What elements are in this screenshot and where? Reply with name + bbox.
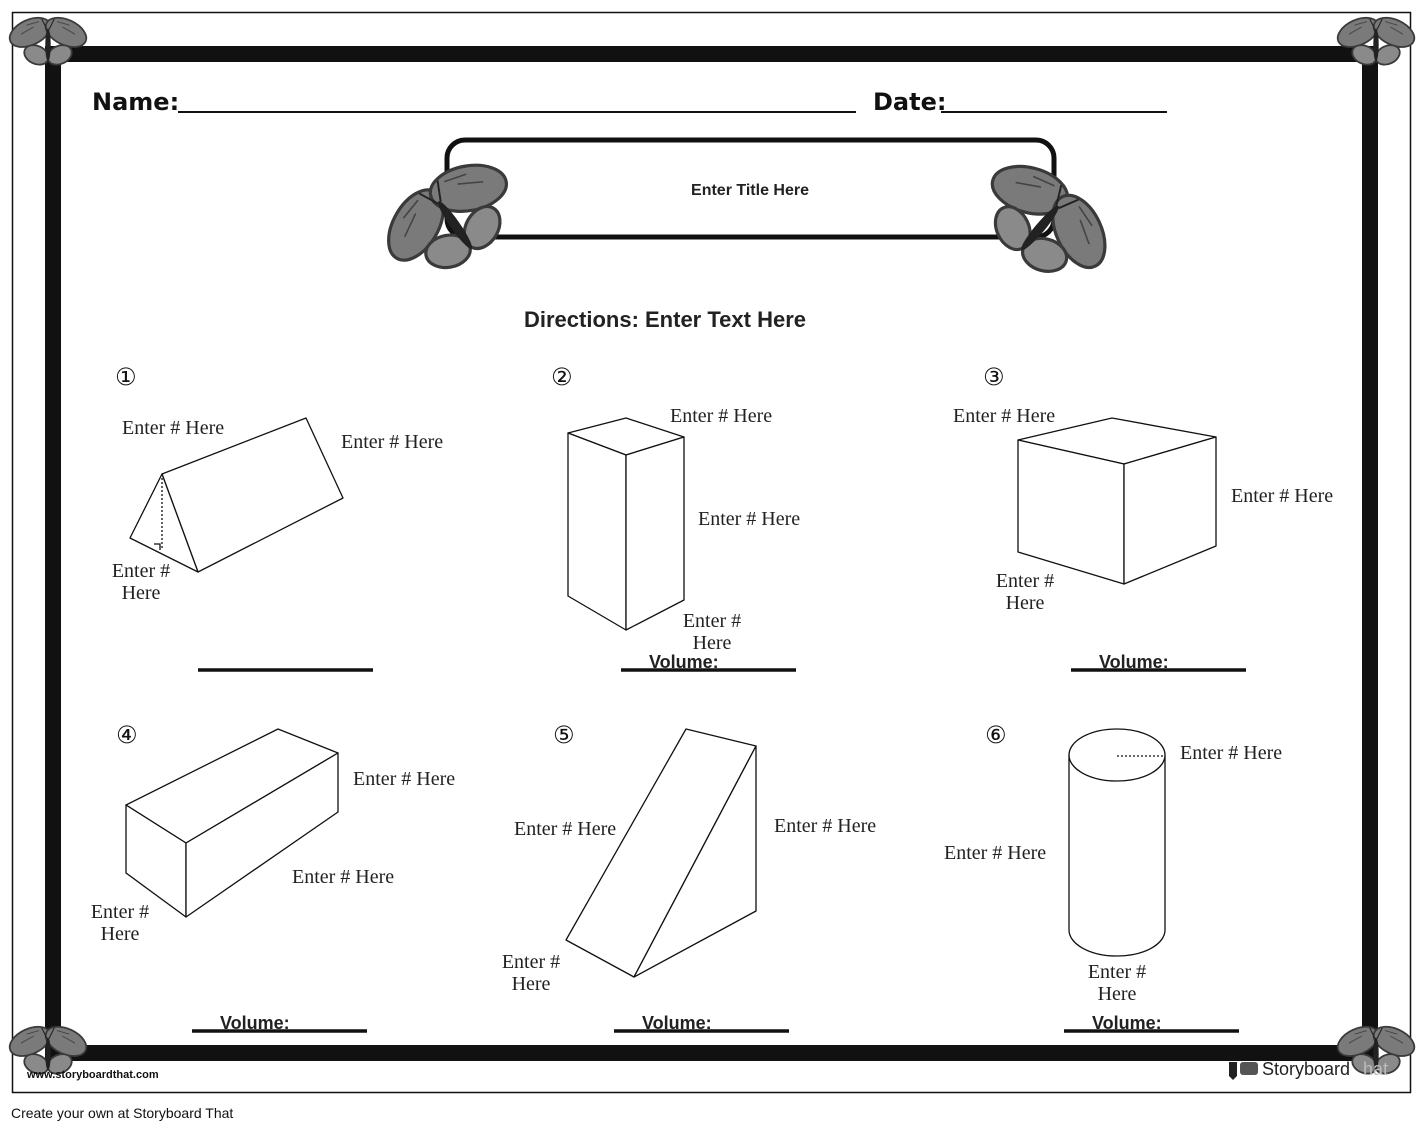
box-front-face — [1017, 439, 1125, 585]
dimension-label[interactable]: Here — [693, 632, 732, 654]
outer-border — [11, 11, 1412, 1094]
dimension-label[interactable]: Enter # Here — [122, 417, 224, 439]
credit-text[interactable]: Create your own at Storyboard That — [11, 1105, 233, 1121]
box-side-face — [185, 752, 339, 918]
dimension-label[interactable]: Enter # Here — [774, 815, 876, 837]
website-label[interactable]: www.storyboardthat.com — [26, 1069, 159, 1081]
problem-number: ② — [551, 363, 573, 391]
storyboard-logo[interactable]: Storyboard hat — [1229, 1059, 1388, 1080]
right-angle-mark — [154, 543, 161, 550]
dimension-label[interactable]: Enter # Here — [953, 405, 1055, 427]
brand-name-faded: hat — [1363, 1059, 1388, 1079]
chat-bubble-icon — [1240, 1062, 1258, 1075]
problem-1: ① Enter # Here Enter # Here Enter # Here — [112, 363, 443, 672]
problem-3: ③ Enter # Here Enter # Here Enter # Here… — [953, 363, 1333, 672]
brand-name: Storyboard — [1262, 1059, 1350, 1079]
page-frame — [45, 46, 1378, 1061]
dimension-label[interactable]: Enter # Here — [514, 818, 616, 840]
dimension-label[interactable]: Enter # Here — [292, 866, 394, 888]
dimension-label[interactable]: Enter # Here — [341, 431, 443, 453]
dimension-label[interactable]: Enter # Here — [944, 842, 1046, 864]
problem-5: ⑤ Enter # Here Enter # Here Enter # Here… — [502, 721, 876, 1033]
box-side-face — [625, 436, 685, 631]
prism-triangle-face — [129, 473, 199, 573]
cylinder-top — [1068, 728, 1166, 782]
dimension-label[interactable]: Here — [1006, 592, 1045, 614]
bookmark-icon — [1229, 1062, 1237, 1080]
problem-number: ④ — [116, 721, 138, 749]
dimension-label[interactable]: Enter # Here — [1231, 485, 1333, 507]
dimension-label[interactable]: Enter # — [996, 570, 1054, 592]
dimension-label[interactable]: Enter # Here — [1180, 742, 1282, 764]
cylinder-body — [1068, 754, 1166, 957]
dimension-label[interactable]: Here — [122, 582, 161, 604]
dimension-label[interactable]: Enter # — [502, 951, 560, 973]
butterfly-icon — [953, 132, 1138, 311]
dimension-label[interactable]: Enter # Here — [353, 768, 455, 790]
butterfly-icon — [357, 131, 543, 305]
dimension-label[interactable]: Enter # Here — [670, 405, 772, 427]
volume-label: Volume: — [1092, 1013, 1162, 1033]
problem-number: ① — [115, 363, 137, 391]
dimension-label[interactable]: Enter # — [683, 610, 741, 632]
problem-2: ② Enter # Here Enter # Here Enter # Here… — [551, 363, 800, 672]
problem-4: ④ Enter # Here Enter # Here Enter # Here… — [91, 721, 455, 1033]
title-text[interactable]: Enter Title Here — [691, 182, 809, 199]
dimension-label[interactable]: Enter # — [112, 560, 170, 582]
dimension-label[interactable]: Here — [101, 923, 140, 945]
volume-label: Volume: — [220, 1013, 290, 1033]
directions-text[interactable]: Directions: Enter Text Here — [524, 307, 806, 332]
box-side-face — [1123, 436, 1217, 585]
dimension-label[interactable]: Enter # Here — [698, 508, 800, 530]
volume-label: Volume: — [649, 652, 719, 672]
volume-label: Volume: — [1099, 652, 1169, 672]
name-label: Name: — [92, 88, 179, 116]
dimension-label[interactable]: Enter # — [91, 901, 149, 923]
problem-number: ⑥ — [985, 721, 1007, 749]
problem-number: ⑤ — [553, 721, 575, 749]
volume-label: Volume: — [642, 1013, 712, 1033]
wedge-triangle-face — [633, 745, 757, 978]
box-front-face — [567, 432, 627, 631]
dimension-label[interactable]: Enter # — [1088, 961, 1146, 983]
dimension-label[interactable]: Here — [512, 973, 551, 995]
date-label: Date: — [873, 88, 946, 116]
dimension-label[interactable]: Here — [1098, 983, 1137, 1005]
problem-6: ⑥ Enter # Here Enter # Here Enter # Here… — [944, 721, 1282, 1033]
problem-number: ③ — [983, 363, 1005, 391]
